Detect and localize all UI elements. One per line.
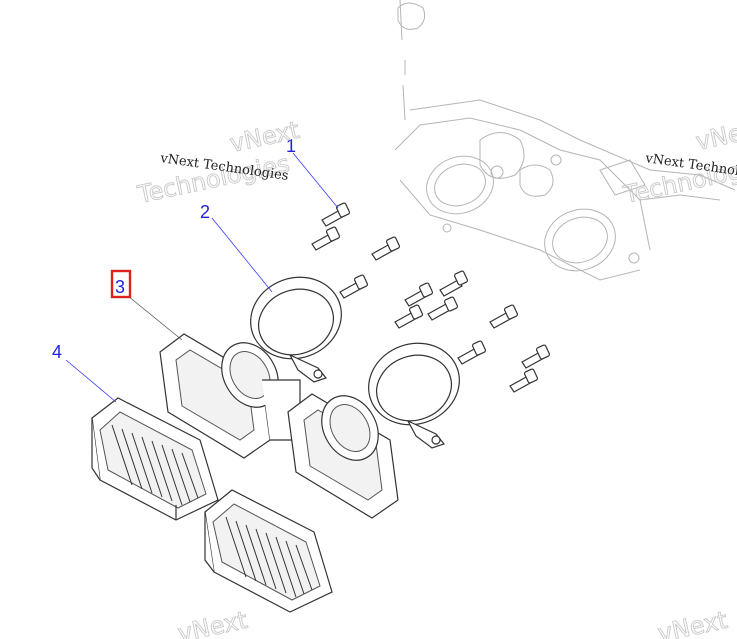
- reed-valve-spacer-left: [159, 333, 301, 459]
- callout-4[interactable]: 4: [52, 342, 62, 362]
- leader-lines: [65, 152, 339, 403]
- bolt: [311, 226, 341, 251]
- leader-line-2: [211, 217, 273, 293]
- clamp-right: [368, 342, 460, 449]
- bolt: [371, 236, 401, 261]
- leader-line-3: [127, 295, 183, 341]
- reed-valve-left: [91, 397, 219, 521]
- callout-1[interactable]: 1: [286, 136, 296, 156]
- bolt: [394, 304, 424, 329]
- bolt-group: [311, 202, 551, 393]
- watermark-line1: vNext: [175, 606, 249, 639]
- bolt: [339, 274, 369, 299]
- watermark-line1: vNext: [655, 606, 729, 639]
- callout-number: 3: [115, 277, 125, 297]
- watermark-right: vNext Technologies vNext Technologies: [620, 113, 737, 209]
- bolt: [404, 282, 434, 307]
- leader-line-4: [65, 359, 117, 403]
- clamp-left: [250, 276, 342, 383]
- watermark-bottom: vNext vNext: [175, 605, 730, 639]
- bolt: [439, 270, 469, 297]
- bolt: [457, 340, 487, 365]
- reed-valve-right: [204, 489, 333, 613]
- callout-number: 4: [52, 342, 62, 362]
- bolt: [321, 202, 351, 227]
- bolt: [427, 296, 459, 321]
- callout-number: 2: [200, 202, 210, 222]
- watermark-line1: vNext: [693, 114, 737, 156]
- bolt: [489, 304, 519, 329]
- callout-number: 1: [286, 136, 296, 156]
- throttle-body-assembly-ghost: [394, 0, 736, 281]
- watermark-center: vNext Technologies vNext Technologies: [134, 115, 302, 209]
- bolt: [509, 368, 539, 393]
- callout-3[interactable]: 3: [110, 269, 132, 299]
- reed-valve-spacer-right: [287, 393, 399, 519]
- callout-highlight-box: [110, 269, 132, 299]
- leader-line-1: [292, 152, 339, 209]
- bolt: [521, 344, 551, 369]
- callout-2[interactable]: 2: [200, 202, 210, 222]
